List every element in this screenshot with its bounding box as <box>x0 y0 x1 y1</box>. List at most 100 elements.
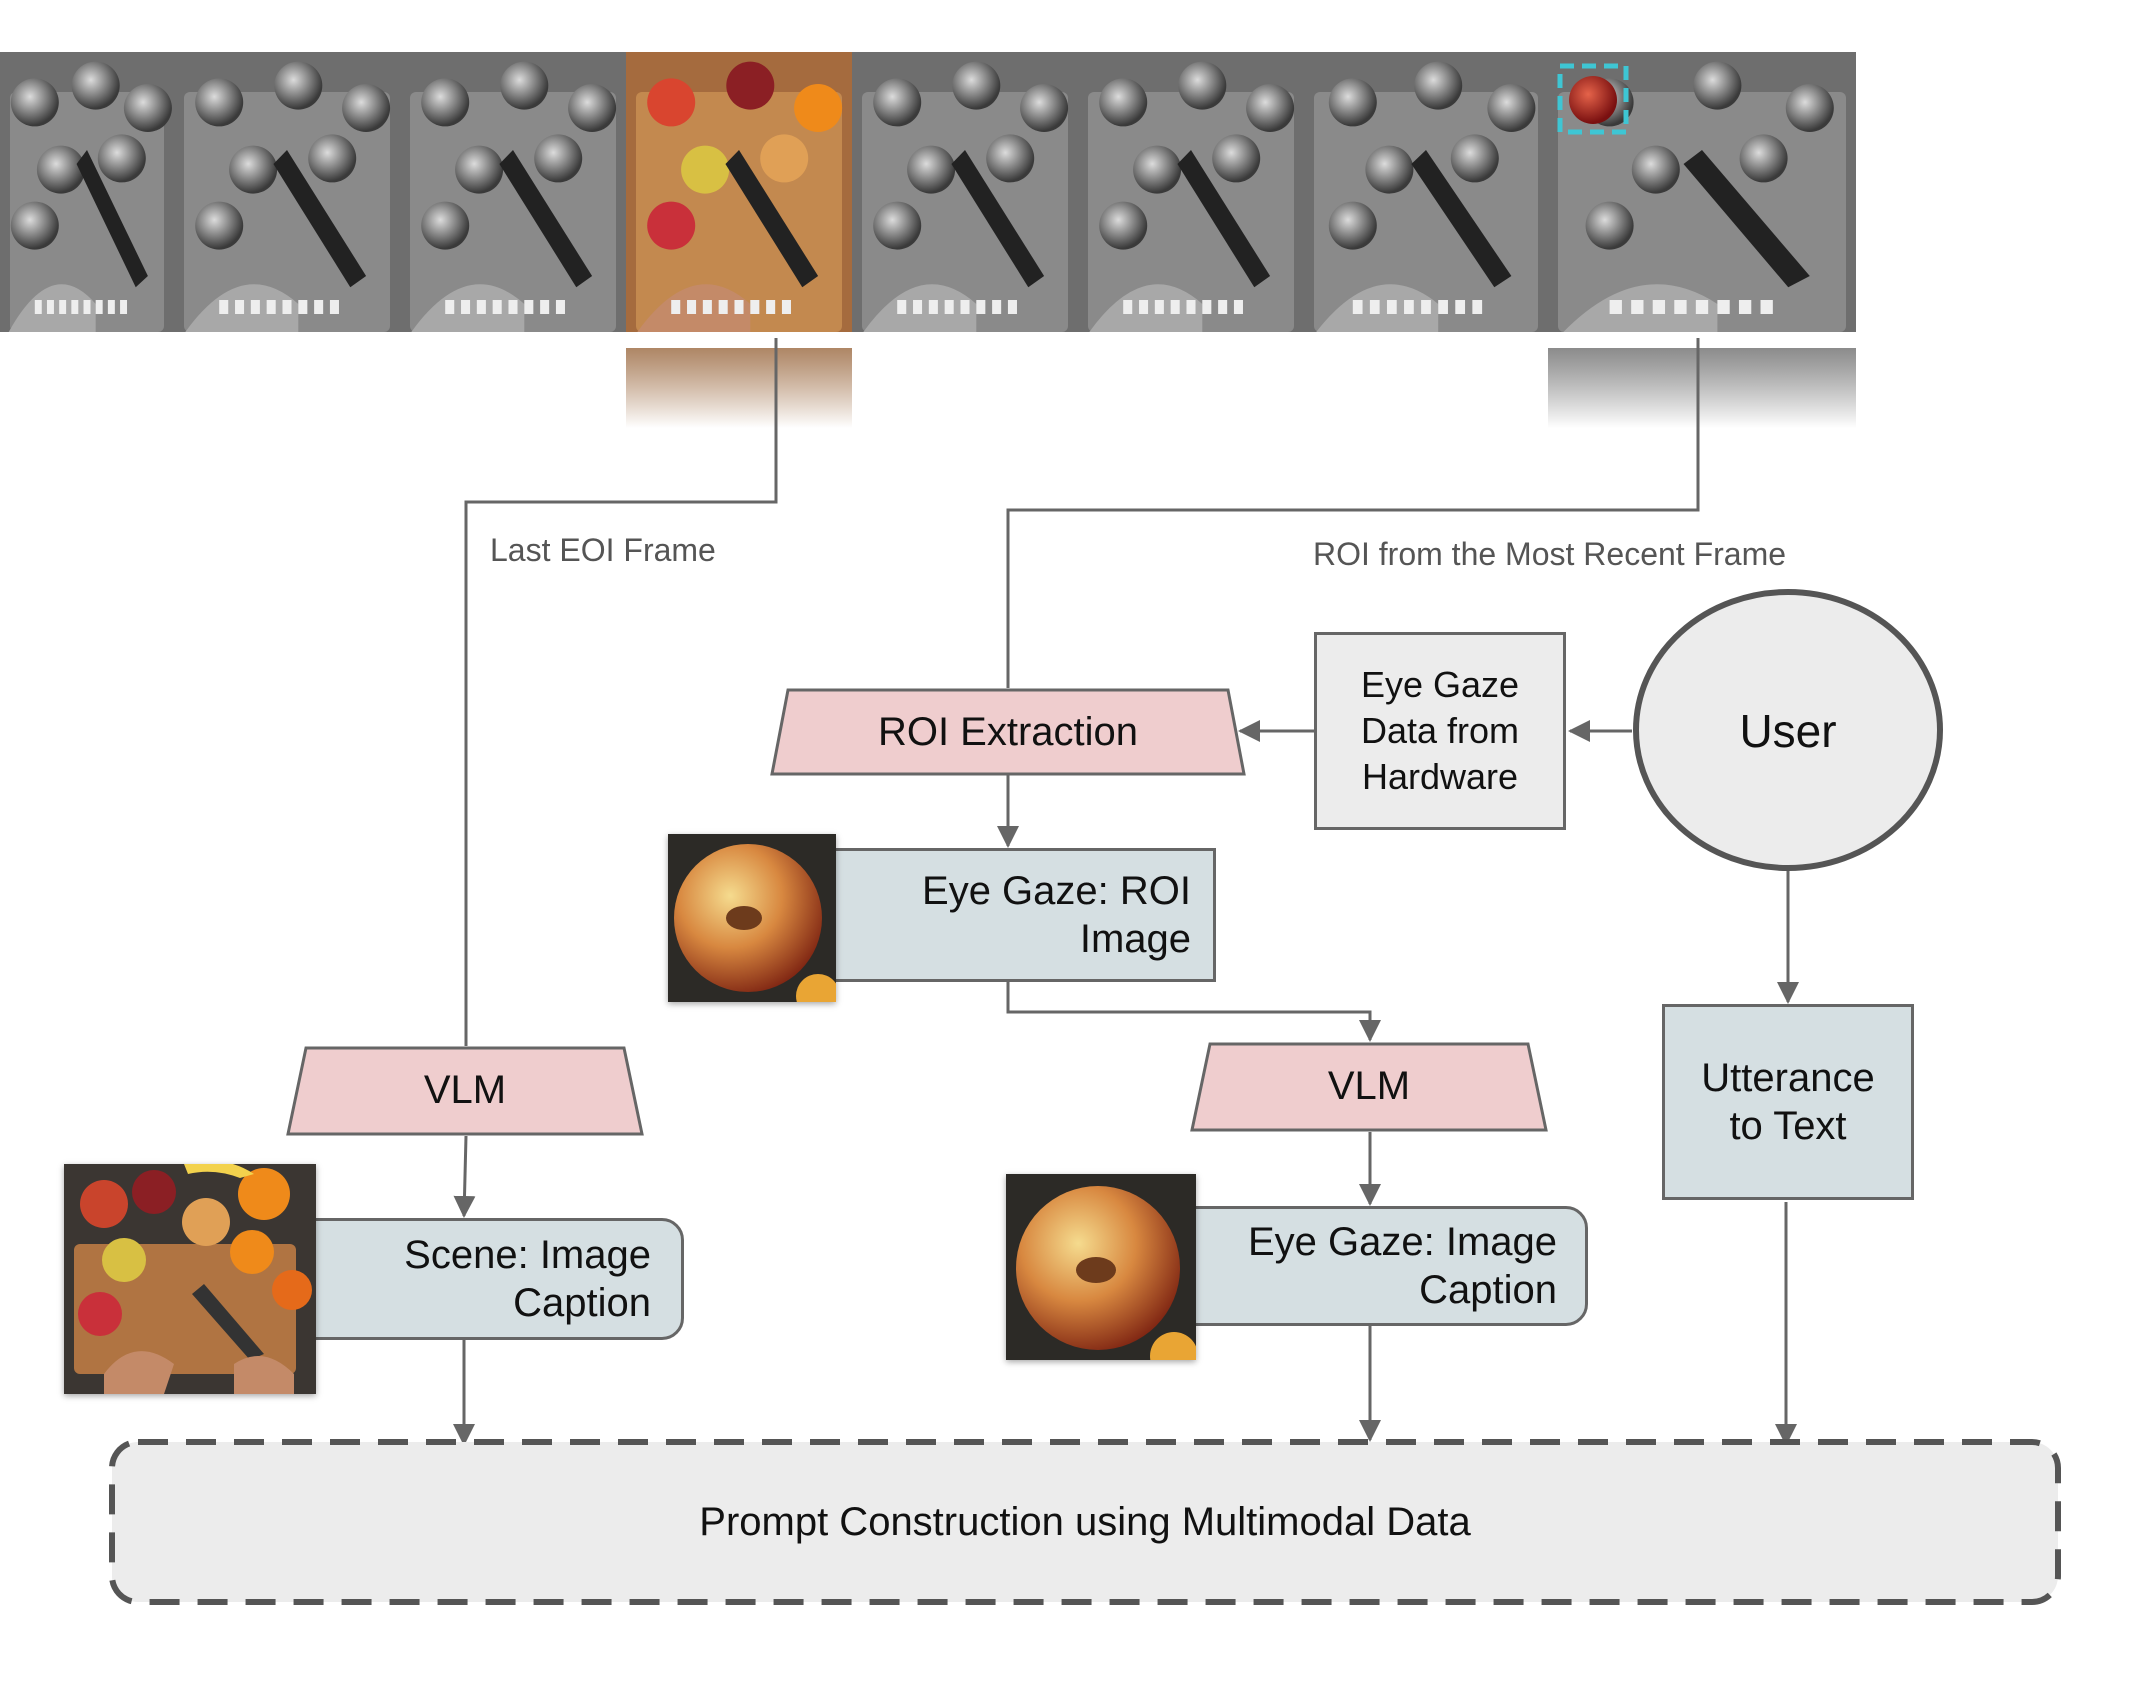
fruit <box>1020 84 1069 132</box>
fruit <box>455 145 504 194</box>
roi-extraction-shape <box>770 688 1246 776</box>
fruit <box>681 145 730 194</box>
fruit <box>1178 61 1227 110</box>
fruit <box>952 61 1001 110</box>
knife <box>273 150 367 288</box>
fruit <box>907 145 956 194</box>
fruit <box>647 201 696 250</box>
vlm-right: VLM <box>1327 1064 1411 1108</box>
knife <box>499 150 593 288</box>
fruit <box>873 201 922 250</box>
fruit <box>1693 61 1742 110</box>
knife <box>1177 150 1271 288</box>
fruit <box>10 201 59 250</box>
eye-gaze-hardware-box: Eye Gaze Data from Hardware <box>1314 632 1566 830</box>
prompt-construction: Prompt Construction using Multimodal Dat… <box>699 1500 1471 1544</box>
fruit <box>760 134 809 183</box>
utterance-line-1: Utterance <box>1701 1056 1875 1100</box>
knife <box>1683 150 1810 288</box>
fruit <box>1212 134 1261 183</box>
fruit <box>421 201 470 250</box>
last-eoi-frame-label: Last EOI Frame <box>490 532 716 568</box>
roi-apple-image <box>668 834 836 1002</box>
frame-reflection <box>1548 348 1856 428</box>
fruit <box>1631 145 1680 194</box>
eye-gaze-roi-box: Eye Gaze: ROI Image <box>830 848 1216 982</box>
vlm-right-shape <box>1190 1042 1548 1132</box>
fruit <box>1099 201 1148 250</box>
scene-caption-line-1: Scene: Image <box>404 1233 651 1277</box>
eye-gaze-caption-line-1: Eye Gaze: Image <box>1247 1220 1557 1264</box>
roi-recent-frame-label: ROI from the Most Recent Frame <box>1313 536 1787 572</box>
frame-reflection <box>626 348 852 428</box>
fruit <box>195 201 244 250</box>
fruit <box>421 78 470 127</box>
film-frame <box>626 52 852 332</box>
fruit <box>1450 134 1499 183</box>
film-frame <box>1304 52 1548 332</box>
edge-vlm-left-to-scene <box>453 1135 476 1218</box>
fruit <box>229 145 278 194</box>
eye-gaze-hardware-line-1: Eye Gaze <box>1360 664 1520 705</box>
fruit <box>1414 61 1463 110</box>
fruit <box>647 78 696 127</box>
fruit <box>794 84 843 132</box>
edge-eoi-to-vlm-left <box>464 338 778 1046</box>
film-frame <box>174 52 400 332</box>
roi-marker <box>1557 63 1629 135</box>
fruit <box>1487 84 1536 132</box>
fruit <box>568 84 617 132</box>
vlm-left: VLM <box>423 1068 507 1112</box>
fruit <box>308 134 357 183</box>
fruit <box>1785 84 1834 132</box>
user-label: User <box>1739 705 1837 757</box>
fruit <box>274 61 323 110</box>
fruit <box>195 78 244 127</box>
edge-roi-image-to-vlm-right <box>1006 982 1381 1042</box>
vlm-left-shape <box>286 1046 644 1136</box>
scene-caption-line-2: Caption <box>513 1281 651 1325</box>
eye-gaze-roi-line-2: Image <box>1079 917 1191 961</box>
fruit <box>534 134 583 183</box>
knife <box>725 150 819 288</box>
eye-gaze-caption-line-2: Caption <box>1419 1268 1557 1312</box>
knife <box>76 150 148 288</box>
fruit <box>1585 201 1634 250</box>
fruit <box>1365 145 1414 194</box>
fruit <box>1739 134 1788 183</box>
user-shape <box>1633 589 1943 871</box>
film-frame <box>400 52 626 332</box>
fruit <box>1246 84 1295 132</box>
fruit <box>500 61 549 110</box>
fruit <box>873 78 922 127</box>
eye-gaze-hardware-line-3: Hardware <box>1361 756 1519 797</box>
edge-roi-frame-to-extraction <box>1006 338 1700 688</box>
film-frame <box>0 52 174 332</box>
fruit <box>342 84 391 132</box>
roi-apple <box>1569 76 1617 124</box>
fruit <box>726 61 775 110</box>
eye-gaze-hardware-line-2: Data from <box>1360 710 1520 751</box>
film-frame <box>852 52 1078 332</box>
film-frame <box>1078 52 1304 332</box>
eye-gaze-caption-box: Eye Gaze: Image Caption <box>1174 1206 1588 1326</box>
fruit <box>1328 78 1377 127</box>
fruit <box>123 84 172 132</box>
fruit <box>36 145 85 194</box>
utterance-box: Utterance to Text <box>1662 1004 1914 1200</box>
utterance-line-2: to Text <box>1729 1104 1847 1148</box>
fruit <box>1133 145 1182 194</box>
scene-caption-box: Scene: Image Caption <box>304 1218 684 1340</box>
fruit <box>986 134 1035 183</box>
fruit <box>1328 201 1377 250</box>
knife <box>1411 150 1512 288</box>
fruit <box>97 134 146 183</box>
fruit <box>71 61 120 110</box>
fruit <box>1099 78 1148 127</box>
prompt-box-shape <box>109 1439 2061 1605</box>
eye-gaze-roi-line-1: Eye Gaze: ROI <box>922 869 1191 913</box>
gaze-caption-apple-image <box>1006 1174 1196 1360</box>
fruit <box>10 78 59 127</box>
